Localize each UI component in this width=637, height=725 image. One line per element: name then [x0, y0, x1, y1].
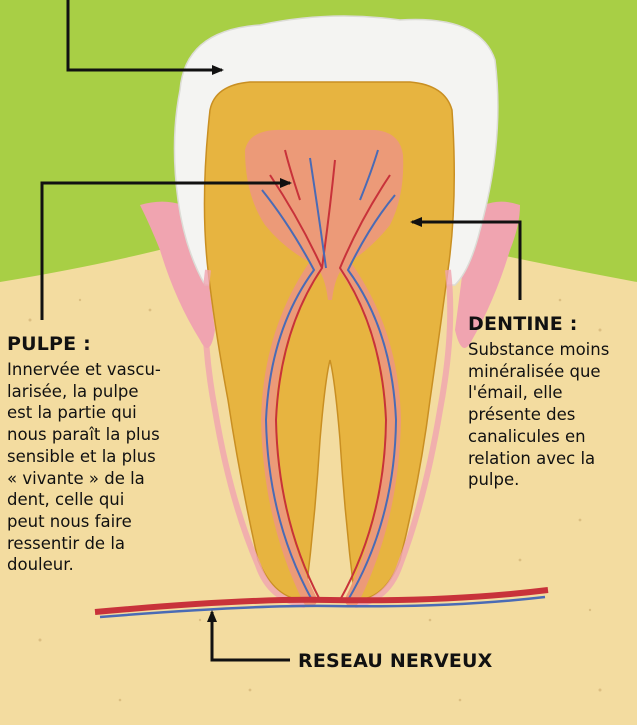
pulpe-line: larisée, la pulpe [7, 381, 197, 403]
pulpe-description: Innervée et vascu- larisée, la pulpe est… [7, 359, 197, 576]
reseau-nerveux-label: RESEAU NERVEUX [298, 650, 493, 672]
pulpe-line: peut nous faire [7, 511, 197, 533]
pulpe-line: douleur. [7, 554, 197, 576]
dentine-line: canalicules en [468, 426, 633, 448]
dentine-line: relation avec la [468, 448, 633, 470]
dentine-line: présente des [468, 404, 633, 426]
pulpe-line: nous paraît la plus [7, 424, 197, 446]
pulpe-line: « vivante » de la [7, 468, 197, 490]
dentine-line: Substance moins [468, 339, 633, 361]
dentine-title: DENTINE : [468, 313, 633, 335]
pulpe-title: PULPE : [7, 333, 197, 355]
pulpe-line: Innervée et vascu- [7, 359, 197, 381]
pulpe-line: dent, celle qui [7, 489, 197, 511]
dentine-label: DENTINE : Substance moins minéralisée qu… [468, 313, 633, 491]
dentine-line: l'émail, elle [468, 382, 633, 404]
dentine-line: minéralisée que [468, 361, 633, 383]
pulpe-line: est la partie qui [7, 402, 197, 424]
dentine-description: Substance moins minéralisée que l'émail,… [468, 339, 633, 491]
pulpe-label: PULPE : Innervée et vascu- larisée, la p… [7, 333, 197, 576]
pulpe-line: ressentir de la [7, 533, 197, 555]
pulpe-line: sensible et la plus [7, 446, 197, 468]
dentine-line: pulpe. [468, 469, 633, 491]
